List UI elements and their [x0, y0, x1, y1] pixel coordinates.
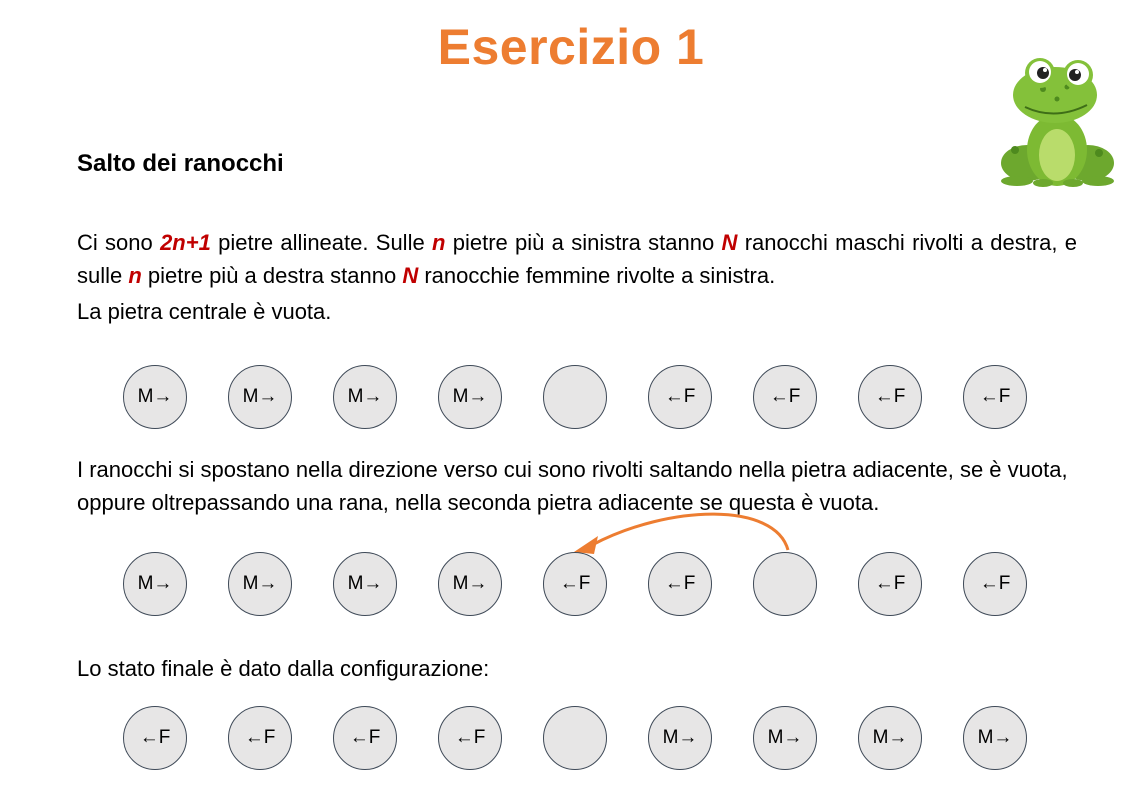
rules-paragraph: I ranocchi si spostano nella direzione v… — [77, 457, 1068, 515]
final-state-paragraph: Lo stato finale è dato dalla configurazi… — [77, 656, 490, 681]
stone: ←F — [858, 365, 922, 429]
stone — [543, 706, 607, 770]
intro-paragraph: Ci sono 2n+1 pietre allineate. Sulle n p… — [77, 230, 1078, 324]
stone: M→ — [228, 365, 292, 429]
stone: M→ — [753, 706, 817, 770]
stones-jump-row: M→ M→ M→ M→ ←F ←F ←F ←F — [0, 552, 1142, 618]
stone — [753, 552, 817, 616]
stone: M→ — [228, 552, 292, 616]
stone: ←F — [333, 706, 397, 770]
stone: M→ — [858, 706, 922, 770]
stone: M→ — [333, 552, 397, 616]
stone: M→ — [123, 365, 187, 429]
stone — [543, 365, 607, 429]
stone: ←F — [858, 552, 922, 616]
stone: M→ — [438, 365, 502, 429]
section-subtitle: Salto dei ranocchi — [77, 150, 284, 177]
stones-initial-row: M→ M→ M→ M→ ←F ←F ←F ←F — [0, 365, 1142, 431]
stone: M→ — [333, 365, 397, 429]
stone: ←F — [648, 552, 712, 616]
curved-arrow-icon — [574, 512, 790, 554]
stone: M→ — [963, 706, 1027, 770]
stone: M→ — [648, 706, 712, 770]
stone: M→ — [123, 552, 187, 616]
stone: ←F — [753, 365, 817, 429]
page-title: Esercizio 1 — [437, 19, 705, 75]
stone: ←F — [438, 706, 502, 770]
stone: ←F — [963, 365, 1027, 429]
stone: ←F — [228, 706, 292, 770]
stone: ←F — [543, 552, 607, 616]
stone: M→ — [438, 552, 502, 616]
stones-final-row: ←F ←F ←F ←F M→ M→ M→ M→ — [0, 706, 1142, 772]
stone: ←F — [963, 552, 1027, 616]
frog-icon — [1001, 58, 1114, 187]
stone: ←F — [123, 706, 187, 770]
stone: ←F — [648, 365, 712, 429]
